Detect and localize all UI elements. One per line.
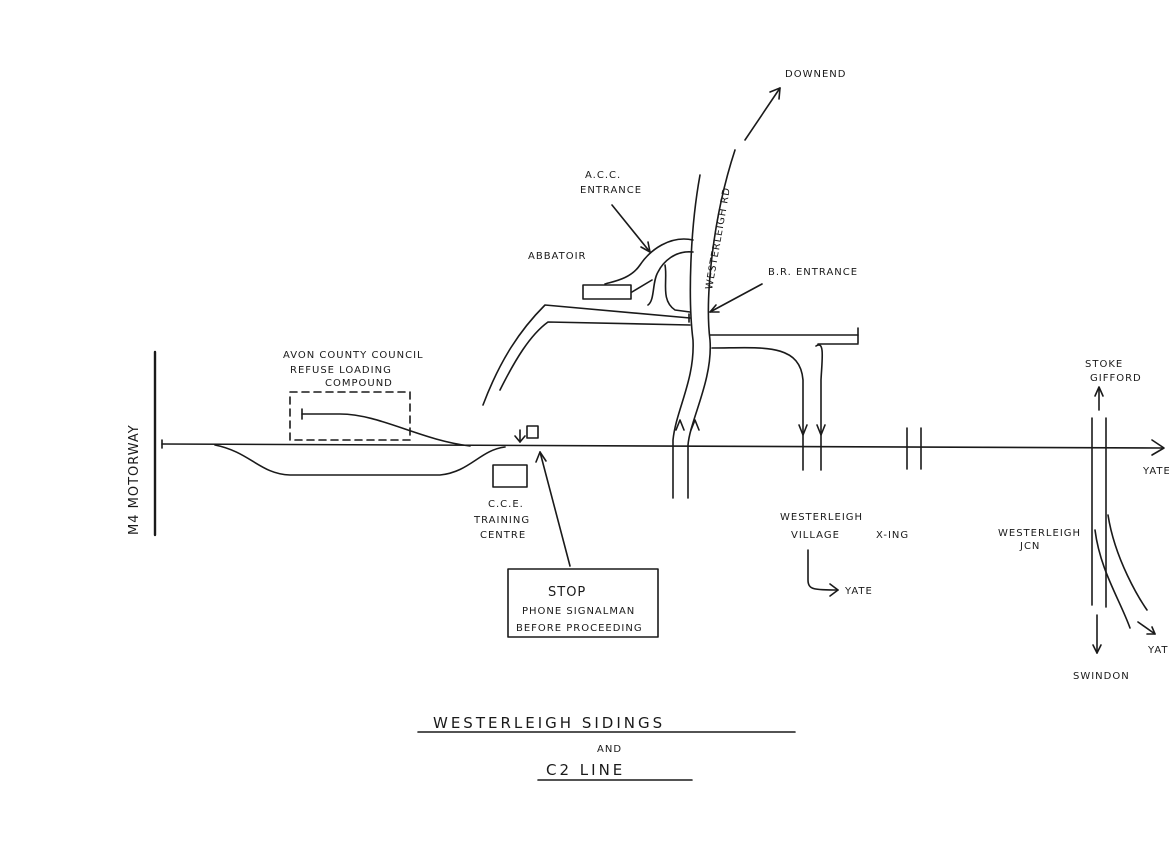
- arrow-icon: [640, 241, 651, 253]
- stop-notice-box: [507, 568, 659, 638]
- br-entrance-pointer: [709, 283, 763, 313]
- village-yate-pointer: [807, 549, 839, 591]
- stop-title: STOP: [548, 585, 586, 600]
- arrow-up-right-icon: [769, 87, 781, 100]
- xing-label: X-ING: [876, 530, 909, 541]
- stop-line-1: PHONE SIGNALMAN: [522, 606, 635, 617]
- stop-line-2: BEFORE PROCEEDING: [516, 623, 643, 634]
- cce-label-1: C.C.E.: [488, 499, 524, 510]
- arrow-icon: [709, 304, 720, 313]
- swindon-label: SWINDON: [1073, 671, 1130, 682]
- acc-entrance-label-1: A.C.C.: [585, 170, 621, 181]
- stop-pointer-line: [539, 451, 571, 567]
- title-line-1: WESTERLEIGH SIDINGS: [433, 714, 665, 732]
- compound-label-1: AVON COUNTY COUNCIL: [283, 350, 424, 361]
- downend-pointer: [744, 87, 781, 141]
- downend-label: DOWNEND: [785, 69, 846, 80]
- roads: [482, 149, 859, 499]
- arrow-up-icon: [1094, 386, 1104, 397]
- refuse-compound-boundary: [289, 391, 411, 441]
- acc-entrance-pointer: [611, 204, 651, 253]
- phone-icon: [526, 425, 539, 439]
- compound-label-2: REFUSE LOADING: [290, 365, 392, 376]
- acc-entrance-label-2: ENTRANCE: [580, 185, 642, 196]
- arrow-down-icon: [1092, 644, 1102, 654]
- title-line-3: C2 LINE: [546, 761, 625, 779]
- abbatoir-building: [582, 284, 632, 300]
- br-entrance-label: B.R. ENTRANCE: [768, 267, 858, 278]
- yate-main-label: YATE: [1142, 466, 1169, 477]
- title-line-2: AND: [597, 744, 622, 755]
- arrow-up-icon: [535, 451, 547, 463]
- cce-label-2: TRAINING: [473, 515, 530, 526]
- arrow-right-icon: [1151, 439, 1165, 456]
- abbatoir-label: ABBATOIR: [528, 251, 587, 262]
- village-label-2: VILLAGE: [791, 530, 840, 541]
- stoke-gifford-label-1: STOKE: [1085, 359, 1123, 370]
- westerleigh-rd-label: WESTERLEIGH RD: [704, 186, 733, 290]
- arrow-right-icon: [1146, 626, 1156, 635]
- jcn-label-1: WESTERLEIGH: [998, 528, 1081, 539]
- main-line: [161, 439, 1165, 456]
- stop-board-signal: [514, 425, 539, 443]
- m4-motorway-label: M4 MOTORWAY: [127, 424, 142, 535]
- loop-siding: [214, 444, 506, 476]
- cce-label-3: CENTRE: [480, 530, 526, 541]
- stoke-gifford-label-2: GIFFORD: [1090, 373, 1142, 384]
- village-label-1: WESTERLEIGH: [780, 512, 863, 523]
- compound-label-3: COMPOUND: [325, 378, 393, 389]
- jcn-label-2: JCN: [1019, 541, 1040, 552]
- arrow-right-icon: [829, 583, 839, 597]
- village-yate-label: YATE: [844, 586, 873, 597]
- compound-siding: [301, 413, 471, 447]
- westerleigh-junction: [1091, 386, 1156, 654]
- yate-branch-label: YATE: [1147, 645, 1169, 656]
- cce-training-centre-building: [492, 464, 528, 488]
